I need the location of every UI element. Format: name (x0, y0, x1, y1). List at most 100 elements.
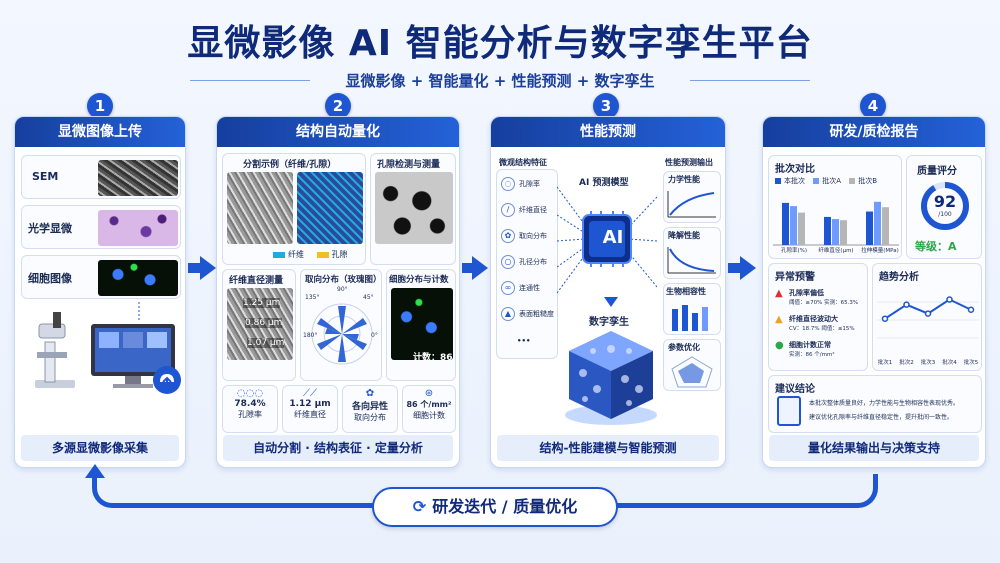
row-optical: 光学显微 (21, 205, 181, 249)
legend-fiber-label: 纤维 (288, 250, 304, 259)
trend-x-label-4: 批次4 (942, 360, 957, 366)
cell-count-box: 细胞分布与计数 计数：86 (386, 269, 456, 381)
trend-point-3 (924, 310, 932, 317)
compare-title: 批次对比 (775, 164, 815, 175)
page-title: 显微影像 AI 智能分析与数字孪生平台 (187, 23, 813, 64)
conclusion-box: 建议结论 本批次整体质量良好，力学性能与生物相容性表现优秀。 建议优化孔隙率与纤… (768, 375, 982, 433)
compare-bar-1-2 (790, 206, 797, 245)
compare-bar-1-3 (798, 212, 805, 245)
step-1-badge: 1 (87, 93, 113, 119)
compare-bar-3-3 (882, 207, 889, 245)
conclusion-title: 建议结论 (775, 384, 815, 395)
output-degradation: 降解性能 (663, 227, 721, 279)
flow-arrow-1-bar (188, 263, 202, 273)
features-title: 微观结构特征 (499, 158, 547, 167)
metric-porosity-label: 孔隙率 (238, 410, 262, 419)
trend-x-label-2: 批次2 (899, 360, 914, 366)
metric-cellcount-value: 86 个/mm² (406, 400, 452, 409)
trend-x-label-1: 批次1 (877, 360, 893, 366)
feature-4: ○孔径分布 (501, 255, 547, 269)
flow-arrow-2-icon (472, 256, 488, 280)
check-icon: ● (775, 340, 784, 351)
step-3-badge: 3 (593, 93, 619, 119)
output-optimization-label: 参数优化 (668, 343, 700, 352)
caution-icon: ▲ (775, 314, 783, 325)
alert-3-title: 细胞计数正常 (789, 341, 831, 349)
legend-current: 本批次 (784, 177, 805, 185)
feature-3-label: 取向分布 (519, 232, 547, 240)
seg-title: 分割示例（纤维/孔隙） (243, 160, 337, 170)
metric-fiber-label: 纤维直径 (294, 410, 326, 419)
rose-title: 取向分布（玫瑰图） (305, 275, 382, 285)
conclusion-line-2: 建议优化孔隙率与纤维直径稳定性，提升批间一致性。 (809, 414, 954, 421)
fiber-value-2: 0.86 μm (245, 318, 283, 328)
trend-title: 趋势分析 (879, 272, 919, 283)
rose-chart (311, 303, 373, 365)
down-arrow-icon (604, 297, 618, 307)
compare-bar-1-1 (782, 202, 789, 245)
feature-6-label: 表面粗糙度 (519, 310, 554, 318)
fiber-icon: ⟋⟋ (303, 388, 317, 399)
row-cell: 细胞图像 (21, 255, 181, 299)
degradation-curve-icon (667, 247, 716, 274)
page-subtitle: 显微影像 + 智能量化 + 性能预测 + 数字孪生 (345, 72, 655, 90)
feature-2-label: 纤维直径 (519, 206, 547, 214)
seg-raw-image (227, 172, 293, 244)
panel-performance: 性能预测 微观结构特征 ◌孔隙率 /纤维直径 ✿取向分布 ○孔径分布 ∞连通性 … (490, 116, 726, 468)
alert-title: 异常预警 (775, 272, 815, 283)
compare-bar-chart (773, 201, 899, 246)
refresh-icon: ⟳ (412, 497, 427, 516)
output-mechanical-label: 力学性能 (668, 175, 700, 184)
legend-current-swatch (775, 178, 781, 184)
feature-more: ••• (517, 337, 531, 345)
panel-report: 研发/质检报告 批次对比 本批次 批次A 批次B 孔隙率(%) 纤维直径(μm)… (762, 116, 986, 468)
fiber-value-3: 1.07 μm (247, 338, 285, 348)
seg-result-image (297, 172, 363, 244)
metric-porosity: ◌◌◌ 78.4% 孔隙率 (222, 385, 278, 433)
panel-3-footer: 结构-性能建模与智能预测 (497, 435, 719, 461)
mechanical-curve-icon (667, 191, 716, 218)
score-value: 92 (933, 192, 957, 211)
biocompat-bars-icon (672, 305, 708, 331)
legend-pore-swatch (316, 251, 329, 258)
compare-axis-3: 拉伸模量(MPa) (861, 248, 899, 254)
feature-6: ▲ 表面粗糙度 (501, 307, 554, 321)
connectivity-feature-icon: ∞ (501, 281, 515, 295)
rose-angle-180: 180° (303, 332, 318, 339)
compare-bar-3-1 (866, 211, 873, 245)
digital-twin-cube-icon (565, 331, 657, 425)
compare-bar-3-2 (874, 201, 881, 245)
output-mechanical: 力学性能 (663, 171, 721, 223)
clipboard-icon (777, 396, 801, 426)
metric-cellcount: ⊛ 86 个/mm² 细胞计数 (402, 385, 456, 433)
row-sem: SEM (21, 155, 181, 199)
roughness-feature-icon: ▲ (501, 307, 515, 321)
porosity-icon: ◌◌◌ (236, 388, 264, 399)
pore-title: 孔隙检测与测量 (377, 160, 441, 170)
panel-image-upload: 显微图像上传 SEM 光学显微 细胞图像 多源显微影像采集 (14, 116, 186, 468)
flow-arrow-1-icon (200, 256, 216, 280)
feature-2: /纤维直径 (501, 203, 547, 217)
subtitle-line-left (190, 80, 310, 81)
flow-arrow-3-icon (740, 256, 756, 280)
rose-angle-135: 135° (305, 294, 320, 301)
metric-orientation-label: 取向分布 (354, 413, 386, 422)
flow-arrow-3-bar (728, 263, 742, 273)
microscope-workstation-icon (35, 302, 181, 394)
legend-fiber-swatch (273, 251, 285, 258)
alert-box: 异常预警 ▲ 孔隙率偏低 阈值：≥70% 实测：65.3% ▲ 纤维直径波动大 … (768, 263, 868, 371)
feature-4-label: 孔径分布 (519, 258, 547, 266)
compare-bar-2-2 (832, 219, 839, 245)
warning-icon: ▲ (775, 288, 783, 299)
fiber-box: 纤维直径测量 1.25 μm 0.86 μm 1.07 μm (222, 269, 296, 381)
flow-arrow-2-bar (462, 263, 474, 273)
twin-title: 数字孪生 (589, 317, 629, 328)
compare-bar-2-1 (824, 216, 831, 245)
legend-a-swatch (813, 178, 820, 184)
score-box: 质量评分 92 /100 等级：A (906, 155, 982, 259)
metric-fiber: ⟋⟋ 1.12 μm 纤维直径 (282, 385, 338, 433)
outputs-title: 性能预测输出 (665, 158, 713, 167)
row-optical-label: 光学显微 (28, 222, 72, 235)
metric-porosity-value: 78.4% (234, 399, 266, 409)
radar-icon (671, 356, 713, 388)
